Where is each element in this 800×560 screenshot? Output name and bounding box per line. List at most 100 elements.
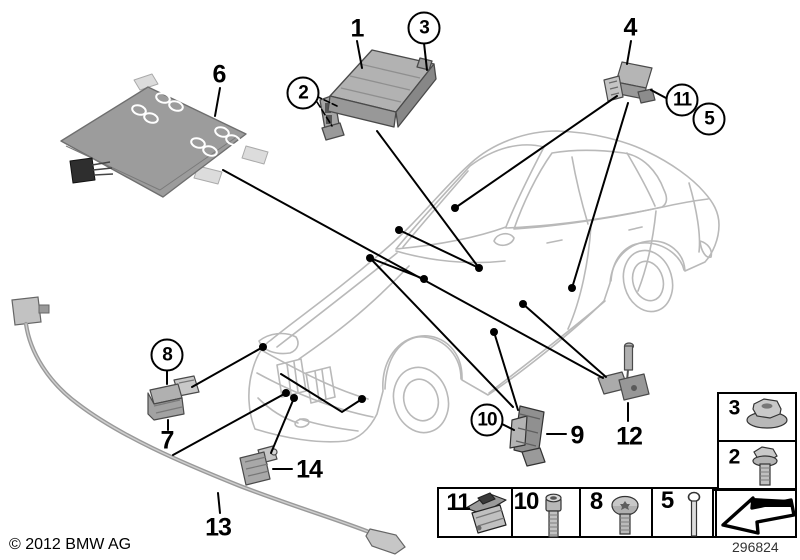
location-dot — [282, 389, 290, 397]
callout-12[interactable]: 12 — [616, 422, 643, 451]
cable-wire-outer — [23, 321, 377, 537]
direction-arrow-icon — [721, 496, 796, 535]
sensor9-clip — [509, 415, 528, 449]
leader-line — [571, 102, 629, 289]
leader-line-dashed — [316, 101, 333, 127]
hardware-table-borders — [437, 392, 797, 538]
leader-dots — [259, 204, 576, 403]
table-cell-5-number[interactable]: 5 — [660, 487, 674, 514]
callout-8[interactable]: 8 — [150, 338, 184, 372]
mat-body — [60, 86, 247, 198]
location-dot — [395, 226, 403, 234]
table-cell-2-number[interactable]: 2 — [728, 445, 741, 469]
front-arch — [384, 336, 462, 390]
sensor7-plug-line — [178, 379, 195, 384]
leader-lines — [166, 40, 667, 514]
bumper-corner — [257, 397, 299, 424]
pin-bolt-icon — [687, 491, 701, 537]
callout-9[interactable]: 9 — [570, 421, 585, 450]
b-pillar-sensor-12 — [597, 342, 650, 401]
callout-13[interactable]: 13 — [205, 513, 232, 542]
module-left-face — [327, 95, 397, 128]
leader-line-dashed — [315, 95, 338, 107]
sensor9-detail — [515, 413, 541, 447]
location-dot — [568, 284, 576, 292]
callout-5[interactable]: 5 — [692, 102, 726, 136]
callout-10[interactable]: 10 — [470, 403, 504, 437]
rocker-line — [488, 300, 606, 394]
location-dot — [451, 204, 459, 212]
mat-holes — [131, 92, 241, 157]
rear-wheel — [622, 249, 674, 313]
callout-4[interactable]: 4 — [623, 13, 638, 42]
callout-3[interactable]: 3 — [407, 11, 441, 45]
satellite-sensor-4 — [603, 61, 656, 104]
fog-light — [294, 418, 310, 428]
mat-tab-right — [241, 145, 269, 165]
sensor4-slots — [608, 80, 620, 96]
bumper-line-2 — [256, 372, 374, 418]
location-dot — [358, 395, 366, 403]
location-dot — [259, 343, 267, 351]
callout-1[interactable]: 1 — [350, 14, 365, 43]
leader-line — [626, 40, 632, 65]
module-top-ridges — [340, 63, 421, 103]
leader-line — [222, 169, 604, 379]
callout-2[interactable]: 2 — [286, 76, 320, 110]
leader-line — [369, 257, 514, 408]
door-handle-1 — [546, 239, 563, 244]
cable-wire-highlight — [25, 323, 375, 535]
table-cell-10-number[interactable]: 10 — [513, 488, 540, 515]
tail-lamp — [699, 240, 713, 259]
copyright-text: © 2012 BMW AG — [9, 536, 132, 553]
leader-line — [650, 89, 667, 99]
bumper-intake — [299, 418, 359, 432]
callout-7[interactable]: 7 — [160, 426, 175, 455]
leader-line — [398, 229, 480, 269]
module-connector-tab — [416, 57, 433, 71]
a-pillar-inner — [402, 170, 469, 248]
location-dot — [519, 300, 527, 308]
leader-line — [214, 87, 221, 117]
mat-wires — [91, 161, 114, 176]
leader-line — [423, 42, 428, 71]
sensor4-foot — [637, 88, 656, 104]
door-seam-front — [567, 224, 592, 330]
table-cell-11-number[interactable]: 11 — [446, 489, 470, 516]
module-foot — [321, 122, 345, 141]
location-dot — [290, 394, 298, 402]
door-seam-rear — [637, 210, 657, 292]
cable-connector-nub — [38, 304, 50, 314]
clip-icon — [465, 492, 507, 534]
leader-line — [522, 303, 607, 378]
mat-tab-top — [133, 73, 159, 91]
diagram-number: 296824 — [732, 539, 779, 555]
car-outline — [248, 130, 720, 443]
front-impact-sensor-7 — [147, 375, 200, 421]
flange-bolt-icon — [752, 446, 778, 486]
module-right-face — [395, 63, 437, 128]
hood-crease-1 — [276, 252, 398, 348]
table-cell-8-number[interactable]: 8 — [589, 488, 603, 515]
rear-wheel-rim — [631, 260, 665, 302]
sensor7-detail — [153, 399, 183, 414]
location-dot — [490, 328, 498, 336]
trunk-seam — [688, 182, 701, 253]
impact-cable-13 — [11, 296, 406, 555]
callout-11[interactable]: 11 — [665, 83, 699, 117]
leader-line — [217, 492, 221, 514]
callout-14[interactable]: 14 — [296, 455, 323, 484]
rear-arch — [610, 242, 685, 282]
hood-crease-2 — [298, 265, 410, 360]
sensor14-body — [239, 451, 271, 486]
headlight — [258, 332, 299, 355]
seat-sensor-mat-6 — [60, 73, 269, 198]
table-cell-3-number[interactable]: 3 — [728, 396, 741, 420]
sensor12-hole — [631, 385, 637, 391]
mat-tab-bottom — [193, 165, 223, 185]
c-pillar — [626, 152, 656, 207]
module-bracket-slot-2 — [326, 115, 332, 124]
location-dot — [366, 254, 374, 262]
callout-6[interactable]: 6 — [212, 60, 227, 89]
front-wheel-rim — [402, 378, 440, 422]
